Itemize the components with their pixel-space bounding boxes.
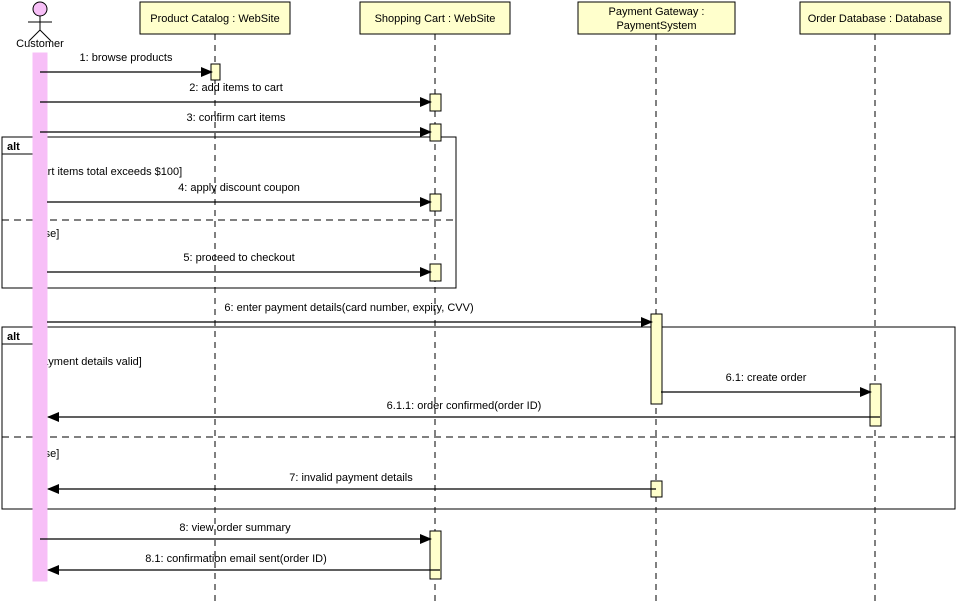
activation-bar-act-od-1 xyxy=(869,383,882,427)
message-m3[interactable]: 3: confirm cart items xyxy=(40,112,432,137)
fragment-guard-label-alt-1-0: [cart items total exceeds $100] xyxy=(33,166,182,178)
activation-bars-layer xyxy=(32,52,882,582)
actor-activation-bar xyxy=(32,52,48,582)
message-label-m1: 1: browse products xyxy=(80,52,173,64)
actor-label-customer: Customer xyxy=(16,38,64,50)
message-m2[interactable]: 2: add items to cart xyxy=(40,82,432,107)
messages-layer: 1: browse products 2: add items to cart 3:… xyxy=(40,52,880,575)
message-m7[interactable]: 7: invalid payment details xyxy=(47,472,656,494)
fragment-border-alt-1 xyxy=(1,136,457,289)
lifeline-head-box-payment-gateway xyxy=(577,1,736,35)
lifeline-head-box-shopping-cart xyxy=(359,1,511,35)
activation-bar-act-sc-1 xyxy=(429,93,442,112)
message-m1[interactable]: 1: browse products xyxy=(40,52,213,77)
lifeline-heads-layer: Product Catalog : WebSite Shopping Cart :… xyxy=(139,1,951,35)
message-label-m4: 4: apply discount coupon xyxy=(178,182,300,194)
lifeline-head-product-catalog[interactable]: Product Catalog : WebSite xyxy=(139,1,291,35)
actor-customer[interactable]: Customer xyxy=(16,1,64,50)
combined-fragment-alt-2[interactable]: alt[payment details valid][else] xyxy=(1,326,956,510)
message-label-m7: 7: invalid payment details xyxy=(289,472,413,484)
message-m8[interactable]: 8: view order summary xyxy=(40,522,432,544)
fragment-border-alt-2 xyxy=(1,326,956,510)
lifeline-head-order-database[interactable]: Order Database : Database xyxy=(799,1,951,35)
message-label-m5: 5: proceed to checkout xyxy=(183,252,294,264)
lifeline-head-label-order-database: Order Database : Database xyxy=(808,13,943,25)
message-m6-1-1[interactable]: 6.1.1: order confirmed(order ID) xyxy=(47,400,880,422)
message-m6-1[interactable]: 6.1: create order xyxy=(661,372,872,397)
message-label-m2: 2: add items to cart xyxy=(189,82,283,94)
combined-fragment-alt-1[interactable]: alt[cart items total exceeds $100][else] xyxy=(1,136,457,289)
activation-bar-act-sc-5 xyxy=(429,530,442,580)
combined-fragments-layer: alt[cart items total exceeds $100][else]… xyxy=(1,136,956,510)
message-label-m6-1: 6.1: create order xyxy=(726,372,807,384)
message-m5[interactable]: 5: proceed to checkout xyxy=(47,252,432,277)
fragment-guard-label-alt-2-0: [payment details valid] xyxy=(33,356,142,368)
lifeline-head-shopping-cart[interactable]: Shopping Cart : WebSite xyxy=(359,1,511,35)
message-label-m6: 6: enter payment details(card number, ex… xyxy=(224,302,473,314)
fragment-operator-label-alt-1: alt xyxy=(7,141,20,153)
actor-head-icon xyxy=(32,1,48,17)
activation-bar-act-sc-3 xyxy=(429,193,442,212)
activation-bar-act-sc-4 xyxy=(429,263,442,282)
message-label-m8-1: 8.1: confirmation email sent(order ID) xyxy=(145,553,327,565)
message-m8-1[interactable]: 8.1: confirmation email sent(order ID) xyxy=(47,553,440,575)
message-label-m6-1-1: 6.1.1: order confirmed(order ID) xyxy=(387,400,542,412)
message-m6[interactable]: 6: enter payment details(card number, ex… xyxy=(47,302,653,327)
actor-left-leg-line xyxy=(28,29,41,42)
activation-bar-act-sc-2 xyxy=(429,123,442,142)
actor-layer: Customer xyxy=(16,1,64,50)
lifeline-head-label-shopping-cart: Shopping Cart : WebSite xyxy=(375,13,496,25)
lifeline-head-label-payment-gateway: Payment Gateway : xyxy=(609,6,705,18)
lifeline-dashed-lines xyxy=(214,34,876,601)
activation-bar-act-pg-1 xyxy=(650,313,663,405)
fragment-operator-label-alt-2: alt xyxy=(7,331,20,343)
lifeline-head-label-product-catalog: Product Catalog : WebSite xyxy=(150,13,279,25)
actor-right-leg-line xyxy=(39,29,52,42)
message-label-m3: 3: confirm cart items xyxy=(186,112,286,124)
lifeline-head-label-payment-gateway: PaymentSystem xyxy=(616,20,696,32)
message-label-m8: 8: view order summary xyxy=(179,522,291,534)
activation-bar-act-pc-1 xyxy=(210,63,221,81)
lifeline-head-box-order-database xyxy=(799,1,951,35)
lifeline-head-payment-gateway[interactable]: Payment Gateway : PaymentSystem xyxy=(577,1,736,35)
lifeline-head-box-product-catalog xyxy=(139,1,291,35)
message-m4[interactable]: 4: apply discount coupon xyxy=(47,182,432,207)
